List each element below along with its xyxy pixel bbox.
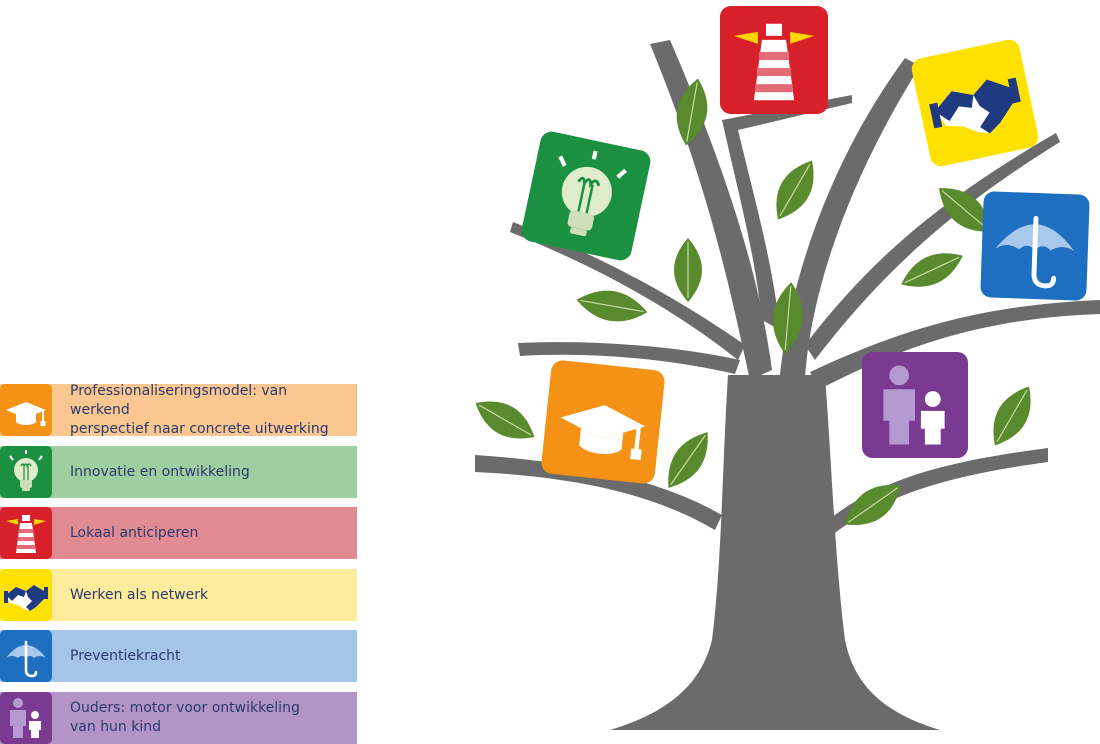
leaf	[845, 484, 901, 526]
umbrella-icon	[995, 215, 1075, 289]
legend-label-line: van hun kind	[70, 719, 162, 735]
branch-left-middle	[518, 342, 740, 374]
branch-center-top	[722, 95, 852, 330]
leaf	[938, 188, 992, 232]
umbrella-icon	[6, 640, 46, 678]
branch-center-right	[780, 58, 920, 378]
branch-left-upper	[510, 222, 745, 360]
branch-left-lower	[475, 455, 722, 530]
leaf-vein	[848, 487, 898, 523]
parent-child-icon	[883, 365, 945, 445]
legend-icon-tile	[0, 384, 52, 436]
tile-lokaal	[720, 6, 828, 114]
leaf-vein	[904, 256, 960, 284]
handshake-icon	[4, 585, 48, 611]
leaf-vein	[580, 299, 644, 313]
legend-icon-tile	[0, 446, 52, 498]
legend-label-line: Preventiekracht	[70, 647, 181, 664]
legend-icon-tile	[0, 630, 52, 682]
lighthouse-icon	[6, 515, 46, 553]
tree-illustration	[460, 0, 1100, 744]
legend-item-netwerk: Werken als netwerk	[0, 569, 357, 621]
branch-right-middle	[810, 300, 1100, 390]
tile-innovatie	[521, 131, 651, 261]
tree-branches	[475, 40, 1100, 730]
branch-center-left	[650, 40, 772, 380]
legend-label: Lokaal anticiperen	[70, 524, 206, 543]
legend-item-lokaal: Lokaal anticiperen	[0, 507, 357, 559]
legend-label: Professionaliseringsmodel: van werkend p…	[70, 382, 357, 439]
tree-leaves	[475, 78, 1031, 526]
legend-item-professionalisering: Professionaliseringsmodel: van werkend p…	[0, 382, 357, 439]
legend-label: Preventiekracht	[70, 647, 189, 666]
legend-label-line: Professionaliseringsmodel: van werkend	[70, 382, 288, 418]
lightbulb-icon	[558, 150, 627, 237]
tree-svg	[475, 6, 1100, 730]
legend-label-line: perspectief naar concrete uitwerking	[70, 420, 329, 437]
leaf-vein	[941, 190, 989, 230]
legend-icon-tile	[0, 507, 52, 559]
tile-professionalisering	[541, 360, 665, 484]
leaf-vein	[478, 404, 532, 436]
legend: Professionaliseringsmodel: van werkend p…	[0, 0, 360, 744]
leaf-vein	[686, 82, 698, 142]
tree-trunk	[610, 375, 940, 730]
legend-item-innovatie: Innovatie en ontwikkeling	[0, 446, 357, 498]
graduation-cap-icon	[560, 405, 646, 461]
legend-label: Innovatie en ontwikkeling	[70, 463, 258, 482]
tile-netwerk	[911, 39, 1039, 167]
tile-ouders	[862, 352, 968, 458]
branch-right-upper	[805, 133, 1060, 360]
handshake-icon	[929, 77, 1021, 134]
legend-icon-tile	[0, 569, 52, 621]
branch-right-lower	[828, 448, 1048, 535]
leaf	[773, 282, 803, 354]
legend-item-preventie: Preventiekracht	[0, 630, 357, 682]
tree-tiles	[521, 6, 1090, 484]
parent-child-icon	[10, 698, 41, 738]
leaf	[674, 238, 702, 302]
leaf	[901, 253, 963, 287]
leaf	[668, 432, 708, 488]
leaf-vein	[996, 389, 1028, 443]
leaf	[776, 160, 814, 220]
legend-label: Werken als netwerk	[70, 586, 216, 605]
legend-label-line: Innovatie en ontwikkeling	[70, 463, 250, 480]
legend-label: Ouders: motor voor ontwikkeling van hun …	[70, 699, 308, 737]
legend-label-line: Lokaal anticiperen	[70, 524, 199, 541]
legend-label-line: Ouders: motor voor ontwikkeling	[70, 700, 300, 716]
leaf-vein	[779, 163, 811, 217]
legend-label-line: Werken als netwerk	[70, 586, 209, 603]
lightbulb-icon	[9, 450, 43, 491]
leaf	[475, 401, 535, 439]
leaf-vein	[670, 435, 706, 485]
legend-item-ouders: Ouders: motor voor ontwikkeling van hun …	[0, 692, 357, 744]
legend-icon-tile	[0, 692, 52, 744]
tile-preventie	[980, 191, 1090, 301]
lighthouse-icon	[733, 23, 815, 101]
leaf	[576, 290, 648, 322]
leaf-vein	[784, 286, 792, 350]
leaf	[993, 386, 1031, 446]
leaf	[676, 78, 708, 146]
graduation-cap-icon	[6, 402, 46, 426]
